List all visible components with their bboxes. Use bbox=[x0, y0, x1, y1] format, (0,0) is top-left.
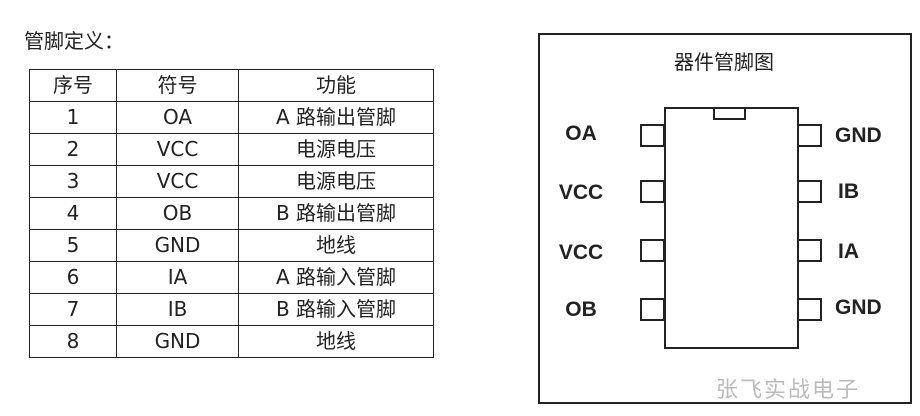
pin-2 bbox=[640, 180, 665, 203]
cell-function: 地线 bbox=[238, 325, 434, 358]
cell-symbol: VCC bbox=[116, 165, 239, 198]
cell-symbol: GND bbox=[116, 229, 239, 262]
pin-6 bbox=[797, 239, 822, 262]
header-symbol: 符号 bbox=[116, 69, 239, 102]
cell-function: A 路输入管脚 bbox=[238, 261, 434, 294]
cell-function: A 路输出管脚 bbox=[238, 101, 434, 134]
pin-label: OA bbox=[565, 122, 597, 145]
pin-5 bbox=[797, 298, 822, 321]
cell-index: 3 bbox=[29, 165, 117, 198]
cell-symbol: GND bbox=[116, 325, 239, 358]
pin-label: GND bbox=[835, 296, 882, 319]
pin-7 bbox=[797, 180, 822, 203]
cell-symbol: IA bbox=[116, 261, 239, 294]
pin-4 bbox=[640, 298, 665, 321]
pin-label: VCC bbox=[558, 181, 604, 204]
chip-notch bbox=[713, 107, 746, 120]
cell-function: B 路输入管脚 bbox=[238, 293, 434, 326]
pin-3 bbox=[640, 239, 665, 262]
cell-index: 1 bbox=[29, 101, 117, 134]
chip-body bbox=[664, 107, 799, 349]
pin-1 bbox=[640, 124, 665, 147]
cell-function: 电源电压 bbox=[238, 133, 434, 166]
cell-symbol: OB bbox=[116, 197, 239, 230]
cell-symbol: IB bbox=[116, 293, 239, 326]
header-function: 功能 bbox=[238, 69, 434, 102]
pin-label: VCC bbox=[558, 241, 604, 264]
cell-index: 7 bbox=[29, 293, 117, 326]
cell-symbol: OA bbox=[116, 101, 239, 134]
diagram-title: 器件管脚图 bbox=[674, 50, 774, 74]
header-index: 序号 bbox=[29, 69, 117, 102]
cell-function: 地线 bbox=[238, 229, 434, 262]
cell-function: 电源电压 bbox=[238, 165, 434, 198]
cell-index: 5 bbox=[29, 229, 117, 262]
watermark: 张飞实战电子 bbox=[716, 378, 861, 403]
cell-index: 4 bbox=[29, 197, 117, 230]
cell-index: 8 bbox=[29, 325, 117, 358]
cell-function: B 路输出管脚 bbox=[238, 197, 434, 230]
cell-index: 6 bbox=[29, 261, 117, 294]
pin-label: OB bbox=[565, 298, 597, 321]
pin-label: IB bbox=[838, 180, 859, 203]
pin-8 bbox=[797, 124, 822, 147]
table-header-row: 序号 符号 功能 bbox=[29, 69, 434, 102]
cell-index: 2 bbox=[29, 133, 117, 166]
section-heading: 管脚定义： bbox=[24, 29, 124, 53]
pin-label: GND bbox=[835, 124, 882, 147]
pin-label: IA bbox=[838, 240, 859, 263]
cell-symbol: VCC bbox=[116, 133, 239, 166]
diagram-frame bbox=[538, 33, 912, 404]
